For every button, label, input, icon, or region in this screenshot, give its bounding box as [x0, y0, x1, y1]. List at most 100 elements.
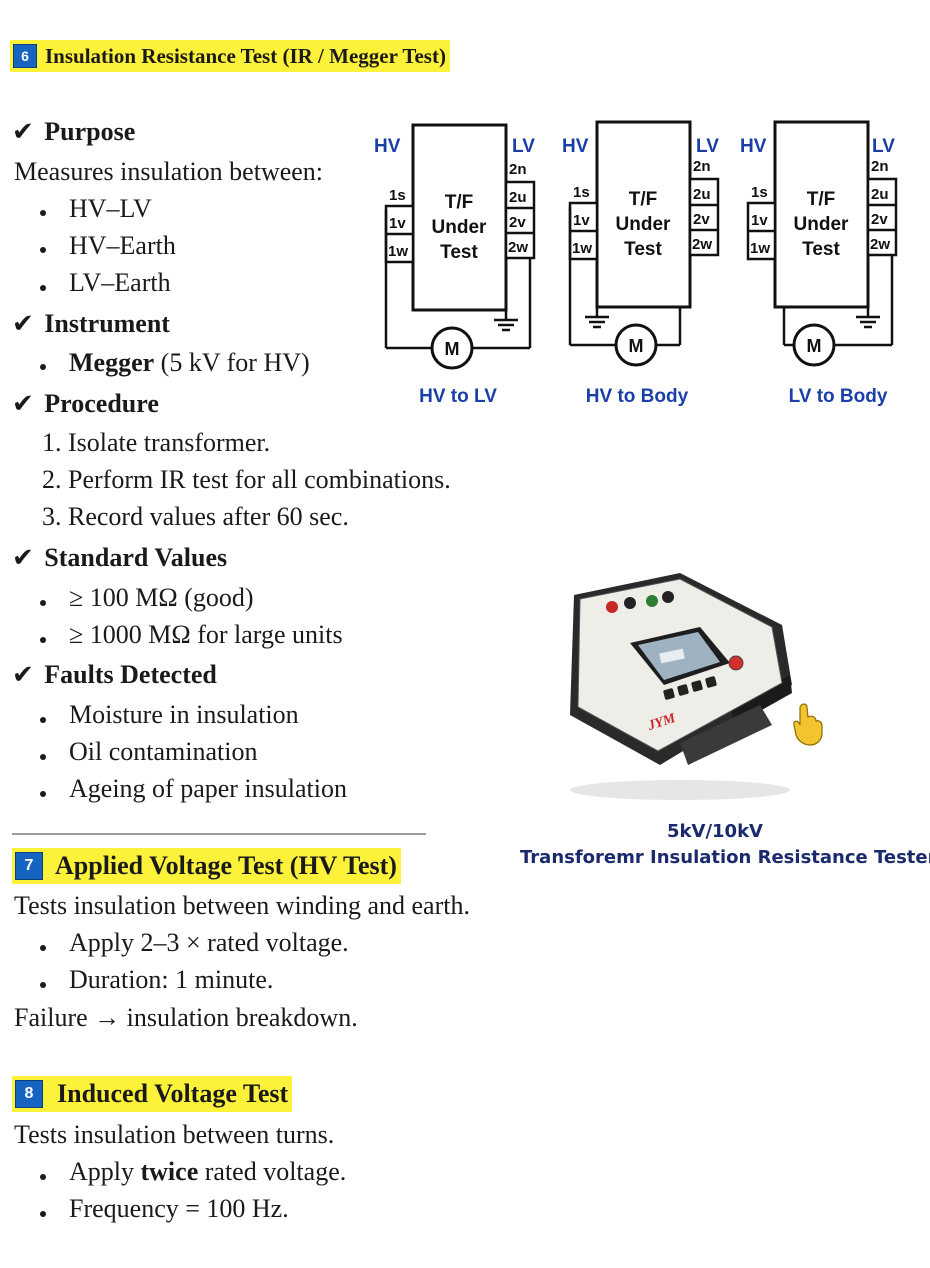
terminal-label: 2w — [692, 236, 712, 253]
bullet-icon — [40, 364, 46, 370]
instrument-item: Megger (5 kV for HV) — [69, 348, 310, 377]
terminal-label: 1w — [388, 243, 408, 260]
list-item: Apply twice rated voltage. — [69, 1157, 347, 1186]
checkmark-icon: ✔ — [12, 660, 34, 690]
meter-label: M — [445, 339, 460, 359]
section-number-badge: 7 — [15, 852, 43, 880]
bullet-icon — [40, 600, 46, 606]
ir-test-diagrams: HV LV 2n 1s 1v 1w 2u 2v 2w T/F Under Tes… — [374, 120, 898, 407]
terminal-label: 2w — [870, 236, 890, 253]
terminal-label: 1v — [751, 212, 768, 229]
diagram-lv-to-body — [746, 120, 898, 367]
list-item: ≥ 100 MΩ (good) — [69, 583, 254, 612]
list-item: Moisture in insulation — [69, 700, 299, 729]
section-6-heading: 6 Insulation Resistance Test (IR / Megge… — [10, 40, 450, 72]
section-7-heading: 7 Applied Voltage Test (HV Test) — [12, 848, 401, 884]
list-item: Apply 2–3 × rated voltage. — [69, 928, 349, 957]
terminal-label: 2n — [871, 158, 889, 175]
insulation-tester-image — [570, 573, 823, 800]
box-label: Under — [616, 214, 672, 235]
bullet-icon — [40, 210, 46, 216]
checkmark-icon: ✔ — [12, 389, 34, 419]
terminal-label: 2u — [871, 186, 889, 203]
terminal-label: 2v — [871, 211, 888, 228]
box-label: Test — [802, 239, 840, 260]
bullet-icon — [40, 982, 46, 988]
box-label: T/F — [629, 189, 658, 210]
list-item: Ageing of paper insulation — [69, 774, 347, 803]
list-item: HV–Earth — [69, 231, 176, 260]
section-8-intro: Tests insulation between turns. — [14, 1120, 335, 1149]
procedure-step: 1. Isolate transformer. — [42, 428, 271, 457]
list-item: Duration: 1 minute. — [69, 965, 274, 994]
lv-label: LV — [512, 136, 535, 157]
list-item: Frequency = 100 Hz. — [69, 1194, 289, 1223]
procedure-heading: ✔ Procedure — [12, 389, 159, 419]
meter-label: M — [807, 336, 822, 356]
terminal-label: 2n — [509, 161, 527, 178]
terminal-label: 1w — [572, 240, 592, 257]
terminal-label: 2v — [693, 211, 710, 228]
box-label: Under — [794, 214, 850, 235]
lv-label: LV — [696, 136, 719, 157]
hv-label: HV — [374, 136, 401, 157]
purpose-intro: Measures insulation between: — [14, 157, 324, 186]
terminal-label: 2w — [508, 239, 528, 256]
divider — [12, 833, 426, 835]
section-title: Insulation Resistance Test (IR / Megger … — [45, 43, 446, 68]
list-item: HV–LV — [69, 194, 152, 223]
hv-label: HV — [562, 136, 589, 157]
bullet-icon — [40, 791, 46, 797]
checkmark-icon: ✔ — [12, 543, 34, 573]
box-label: T/F — [445, 192, 474, 213]
terminal-label: 1w — [750, 240, 770, 257]
lv-label: LV — [872, 136, 895, 157]
checkmark-icon: ✔ — [12, 309, 34, 339]
list-item: Oil contamination — [69, 737, 258, 766]
section-title: Applied Voltage Test (HV Test) — [55, 851, 397, 880]
list-item: LV–Earth — [69, 268, 171, 297]
diagram-hv-to-lv — [384, 123, 536, 370]
terminal-label: 2u — [509, 189, 527, 206]
hv-label: HV — [740, 136, 767, 157]
diagram-caption: HV to LV — [419, 386, 497, 407]
box-label: T/F — [807, 189, 836, 210]
device-caption-line1: 5kV/10kV — [667, 821, 763, 842]
terminal-label: 1s — [389, 187, 406, 204]
diagram-caption: HV to Body — [586, 386, 689, 407]
section-title: Induced Voltage Test — [57, 1079, 289, 1108]
bullet-icon — [40, 945, 46, 951]
list-item: ≥ 1000 MΩ for large units — [69, 620, 343, 649]
terminal-label: 2n — [693, 158, 711, 175]
instrument-heading: ✔ Instrument — [12, 309, 170, 339]
bullet-icon — [40, 247, 46, 253]
terminal-label: 1s — [751, 184, 768, 201]
terminal-label: 2u — [693, 186, 711, 203]
box-label: Test — [440, 242, 478, 263]
bullet-icon — [40, 637, 46, 643]
procedure-step: 3. Record values after 60 sec. — [42, 502, 349, 531]
bullet-icon — [40, 285, 46, 291]
section-7-result: Failure → insulation breakdown. — [14, 1003, 358, 1032]
terminal-label: 2v — [509, 214, 526, 231]
device-caption-line2: Transforemr Insulation Resistance Tester — [520, 847, 930, 868]
diagram-hv-to-body — [568, 120, 720, 367]
section-8-heading: 8 Induced Voltage Test — [12, 1076, 293, 1112]
box-label: Test — [624, 239, 662, 260]
section-number-badge: 8 — [15, 1080, 43, 1108]
purpose-heading: ✔ Purpose — [12, 117, 136, 147]
bullet-icon — [40, 1174, 46, 1180]
checkmark-icon: ✔ — [12, 117, 34, 147]
procedure-step: 2. Perform IR test for all combinations. — [42, 465, 451, 494]
meter-label: M — [629, 336, 644, 356]
pointing-hand-icon — [793, 703, 823, 746]
bullet-icon — [40, 717, 46, 723]
terminal-label: 1s — [573, 184, 590, 201]
standard-values-heading: ✔ Standard Values — [12, 543, 228, 573]
terminal-label: 1v — [389, 215, 406, 232]
terminal-label: 1v — [573, 212, 590, 229]
diagram-caption: LV to Body — [789, 386, 888, 407]
bullet-icon — [40, 754, 46, 760]
section-7-intro: Tests insulation between winding and ear… — [14, 891, 470, 920]
box-label: Under — [432, 217, 488, 238]
